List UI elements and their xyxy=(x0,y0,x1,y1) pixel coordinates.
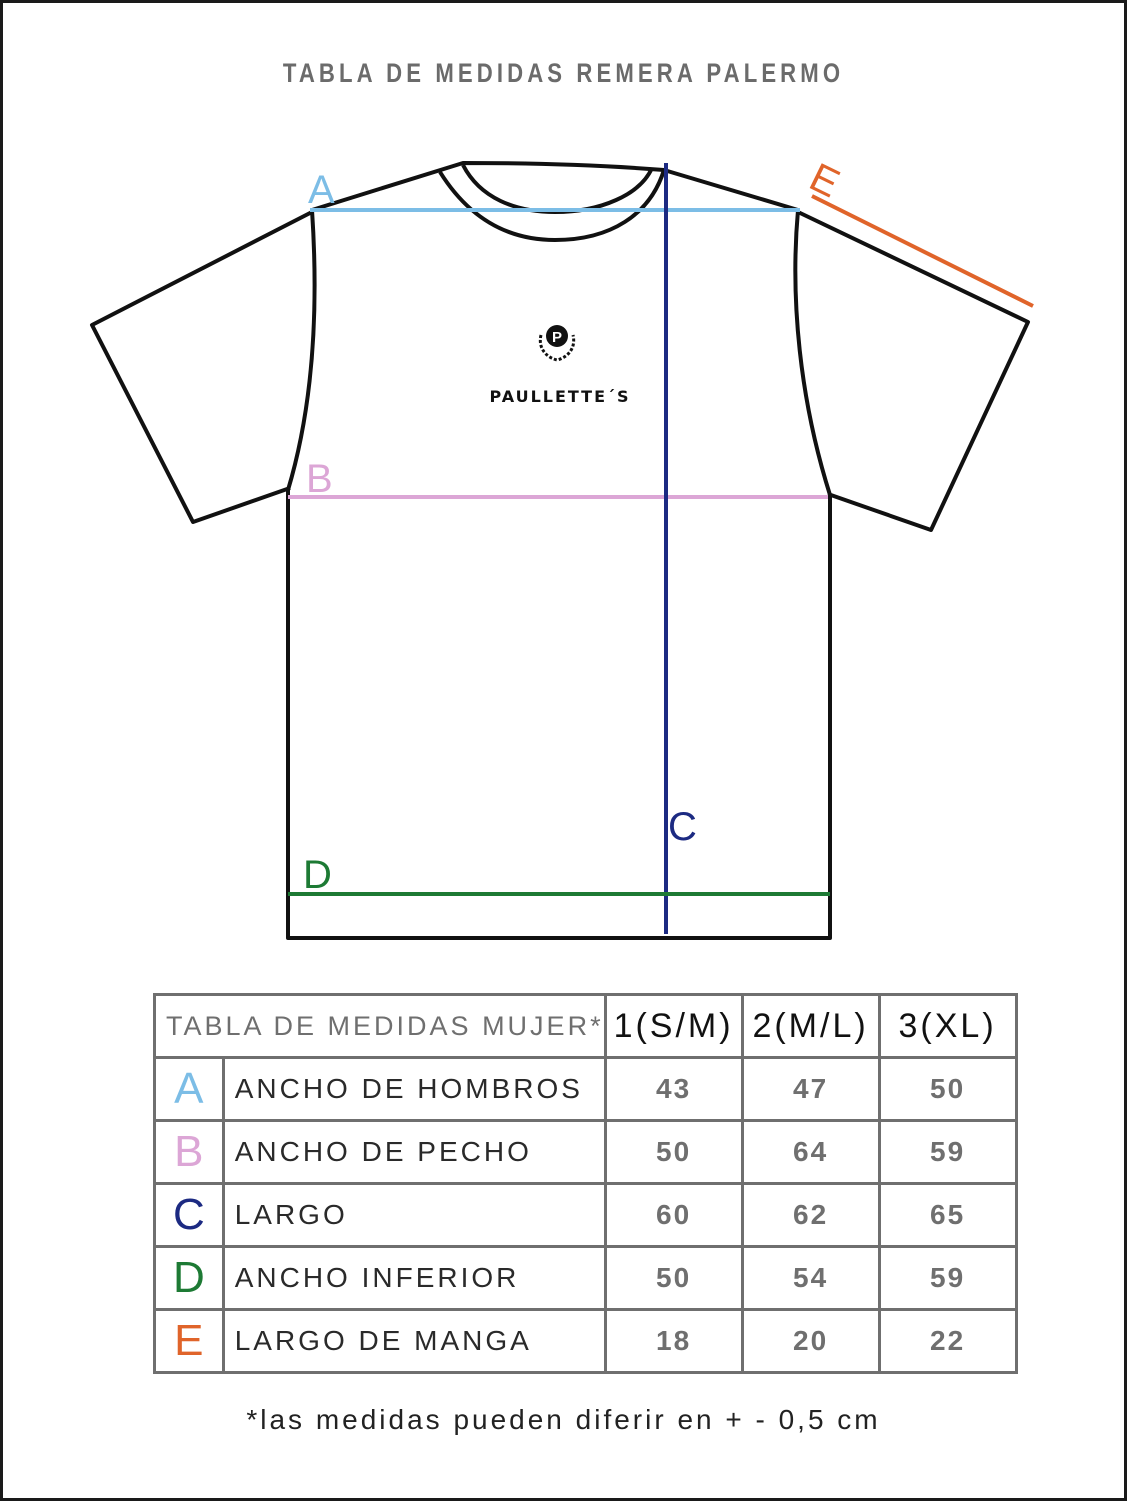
measure-line-e xyxy=(811,194,1034,308)
tshirt-diagram: P PAULLETTE´S A B C D E xyxy=(90,155,1034,940)
row-value: 65 xyxy=(877,1182,1018,1248)
row-label: ANCHO INFERIOR xyxy=(221,1245,607,1311)
row-label: ANCHO DE HOMBROS xyxy=(221,1056,607,1122)
logo-letter: P xyxy=(552,329,562,346)
table-row: D ANCHO INFERIOR 50 54 59 xyxy=(153,1245,1018,1311)
row-letter: B xyxy=(153,1119,225,1185)
label-c: C xyxy=(668,805,697,849)
row-label: LARGO xyxy=(221,1182,607,1248)
row-value: 22 xyxy=(877,1308,1018,1374)
size-header-1: 1(S/M) xyxy=(603,993,744,1059)
tshirt-outline xyxy=(286,161,832,940)
row-value: 47 xyxy=(740,1056,881,1122)
row-value: 60 xyxy=(603,1182,744,1248)
label-a: A xyxy=(308,168,335,212)
table-row: E LARGO DE MANGA 18 20 22 xyxy=(153,1308,1018,1374)
row-value: 62 xyxy=(740,1182,881,1248)
brand-name: PAULLETTE´S xyxy=(489,387,630,406)
row-value: 64 xyxy=(740,1119,881,1185)
row-value: 43 xyxy=(603,1056,744,1122)
label-d: D xyxy=(303,853,332,897)
row-label: LARGO DE MANGA xyxy=(221,1308,607,1374)
table-row: A ANCHO DE HOMBROS 43 47 50 xyxy=(153,1056,1018,1122)
table-row: B ANCHO DE PECHO 50 64 59 xyxy=(153,1119,1018,1185)
table-header-title: TABLA DE MEDIDAS MUJER* xyxy=(153,993,607,1059)
row-letter: C xyxy=(153,1182,225,1248)
row-value: 50 xyxy=(877,1056,1018,1122)
label-b: B xyxy=(306,457,333,501)
row-letter: D xyxy=(153,1245,225,1311)
collar-inner xyxy=(461,164,654,215)
row-value: 20 xyxy=(740,1308,881,1374)
brand-logo: P xyxy=(538,325,576,362)
table-row: C LARGO 60 62 65 xyxy=(153,1182,1018,1248)
row-letter: E xyxy=(153,1308,225,1374)
row-value: 50 xyxy=(603,1119,744,1185)
row-value: 50 xyxy=(603,1245,744,1311)
row-value: 59 xyxy=(877,1245,1018,1311)
size-header-3: 3(XL) xyxy=(877,993,1018,1059)
row-value: 54 xyxy=(740,1245,881,1311)
row-value: 18 xyxy=(603,1308,744,1374)
size-table: TABLA DE MEDIDAS MUJER* 1(S/M) 2(M/L) 3(… xyxy=(153,993,1018,1374)
row-label: ANCHO DE PECHO xyxy=(221,1119,607,1185)
size-header-2: 2(M/L) xyxy=(740,993,881,1059)
label-e: E xyxy=(803,155,846,206)
row-value: 59 xyxy=(877,1119,1018,1185)
left-sleeve xyxy=(90,210,313,524)
page-title: TABLA DE MEDIDAS REMERA PALERMO xyxy=(282,58,845,88)
footnote: *las medidas pueden diferir en + - 0,5 c… xyxy=(246,1404,881,1435)
table-header-row: TABLA DE MEDIDAS MUJER* 1(S/M) 2(M/L) 3(… xyxy=(153,993,1018,1059)
row-letter: A xyxy=(153,1056,225,1122)
right-sleeve xyxy=(797,210,1030,532)
